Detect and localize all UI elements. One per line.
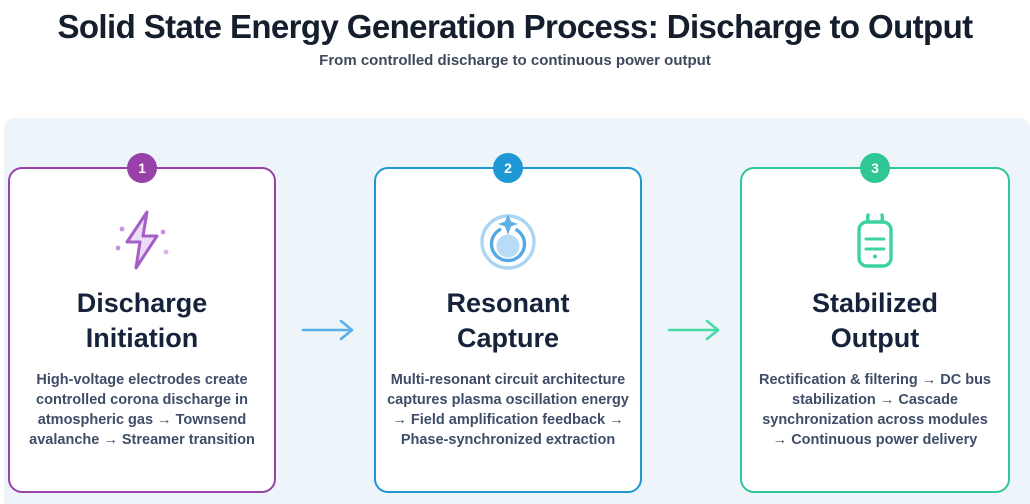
- step-card-discharge-initiation: 1 Discharge Initiation High-voltage elec…: [8, 153, 276, 493]
- step-number-badge: 3: [860, 153, 890, 183]
- lightning-sparkles-icon: [115, 210, 169, 270]
- step-description: Rectification & filtering → DC bus stabi…: [758, 372, 991, 449]
- page-title: Solid State Energy Generation Process: D…: [57, 8, 973, 45]
- step-title: Discharge Initiation: [76, 287, 208, 353]
- resonance-rings-icon: [480, 213, 536, 270]
- step-title: Stabilized Output: [811, 287, 939, 353]
- step-description: High-voltage electrodes create controlle…: [29, 372, 255, 449]
- step-card-stabilized-output: 3 Stabilized Output Rectification & filt…: [740, 153, 1010, 493]
- step-description: Multi-resonant circuit architecture capt…: [387, 372, 629, 449]
- step-number-badge: 1: [127, 153, 157, 183]
- page-subtitle: From controlled discharge to continuous …: [319, 52, 711, 69]
- step-card-resonant-capture: 2 Resonant Capture Multi-resonant circui…: [374, 153, 642, 493]
- flow-arrow-1: [301, 319, 354, 341]
- battery-icon: [857, 213, 893, 268]
- flow-arrow-2: [667, 319, 720, 341]
- step-number-badge: 2: [493, 153, 523, 183]
- step-title: Resonant Capture: [446, 287, 570, 353]
